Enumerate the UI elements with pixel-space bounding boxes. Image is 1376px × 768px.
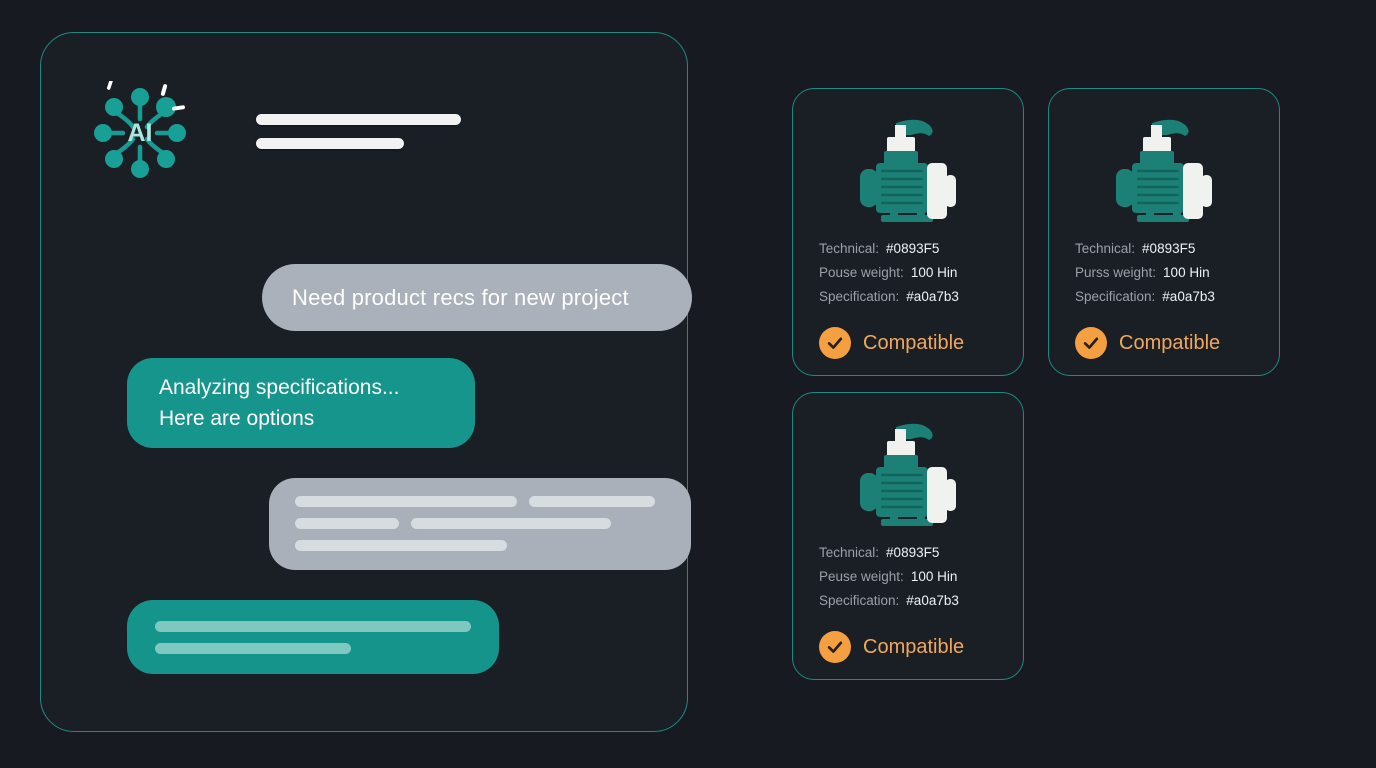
status-badge: Compatible	[819, 631, 964, 663]
user-message-text: Need product recs for new project	[292, 284, 629, 310]
spec-value: #a0a7b3	[906, 593, 959, 608]
spec-row: Specification: #a0a7b3	[1075, 289, 1215, 304]
check-circle-icon	[819, 327, 851, 359]
product-specs: Technical: #0893F5 Pouse weight: 100 Hin…	[819, 241, 959, 313]
product-card[interactable]: Technical: #0893F5 Pouse weight: 100 Hin…	[792, 88, 1024, 376]
pump-motor-icon	[860, 119, 956, 222]
assistant-message-bubble[interactable]: Analyzing specifications... Here are opt…	[127, 358, 475, 448]
sparkle-icon	[160, 84, 185, 111]
spec-label: Purss weight:	[1075, 265, 1157, 280]
skeleton-bar	[295, 496, 517, 507]
pump-motor-icon	[1116, 119, 1212, 222]
status-label: Compatible	[1119, 331, 1221, 354]
skeleton-bar	[411, 518, 611, 529]
spec-value: #a0a7b3	[1162, 289, 1215, 304]
sparkle-icon	[106, 79, 113, 90]
placeholder-line	[256, 114, 461, 125]
check-circle-icon	[819, 631, 851, 663]
skeleton-row	[155, 621, 499, 632]
spec-value: 100 Hin	[1163, 265, 1210, 280]
spec-label: Technical:	[1075, 241, 1136, 256]
spec-label: Specification:	[819, 289, 900, 304]
assistant-skeleton-bubble[interactable]	[127, 600, 499, 674]
spec-label: Technical:	[819, 545, 880, 560]
spec-value: 100 Hin	[910, 265, 958, 280]
product-specs: Technical: #0893F5 Purss weight: 100 Hin…	[1075, 241, 1215, 313]
product-specs: Technical: #0893F5 Peuse weight: 100 Hin…	[819, 545, 959, 617]
skeleton-bar	[155, 621, 471, 632]
chat-panel: AI Need product recs for new project	[40, 32, 692, 732]
product-card[interactable]: Technical: #0893F5 Peuse weight: 100 Hin…	[792, 392, 1024, 680]
skeleton-bar	[529, 496, 655, 507]
skeleton-bar	[295, 540, 507, 551]
spec-value: #0893F5	[1142, 241, 1196, 256]
spec-label: Technical:	[819, 241, 880, 256]
spec-row: Purss weight: 100 Hin	[1075, 265, 1215, 280]
spec-label: Specification:	[819, 593, 900, 608]
spec-row: Peuse weight: 100 Hin	[819, 569, 959, 584]
status-label: Compatible	[863, 635, 965, 658]
spec-row: Technical: #0893F5	[819, 241, 959, 256]
assistant-message-line-2: Here are options	[159, 407, 315, 430]
placeholder-line	[256, 138, 404, 149]
assistant-message-line-1: Analyzing specifications...	[159, 376, 400, 399]
assistant-header: AI	[89, 79, 489, 187]
user-skeleton-bubble[interactable]	[269, 478, 691, 570]
status-label: Compatible	[863, 331, 965, 354]
skeleton-row	[295, 496, 691, 507]
product-card[interactable]: Technical: #0893F5 Purss weight: 100 Hin…	[1048, 88, 1280, 376]
spec-value: #0893F5	[886, 545, 940, 560]
spec-value: #a0a7b3	[906, 289, 959, 304]
ai-icon-label: AI	[128, 119, 153, 147]
skeleton-row	[295, 518, 691, 529]
status-badge: Compatible	[819, 327, 964, 359]
spec-row: Specification: #a0a7b3	[819, 593, 959, 608]
check-circle-icon	[1075, 327, 1107, 359]
spec-label: Specification:	[1075, 289, 1156, 304]
status-badge: Compatible	[1075, 327, 1220, 359]
user-message-bubble[interactable]: Need product recs for new project	[262, 264, 692, 331]
pump-motor-icon	[860, 423, 956, 526]
spec-label: Peuse weight:	[819, 569, 904, 584]
ai-network-icon: AI	[89, 79, 191, 185]
skeleton-bar	[295, 518, 399, 529]
spec-row: Technical: #0893F5	[819, 545, 959, 560]
spec-label: Pouse weight:	[819, 265, 904, 280]
spec-row: Pouse weight: 100 Hin	[819, 265, 959, 280]
assistant-header-placeholder	[256, 114, 461, 149]
spec-value: #0893F5	[886, 241, 940, 256]
spec-row: Specification: #a0a7b3	[819, 289, 959, 304]
skeleton-row	[295, 540, 691, 551]
skeleton-row	[155, 643, 499, 654]
skeleton-bar	[155, 643, 351, 654]
spec-value: 100 Hin	[910, 569, 958, 584]
spec-row: Technical: #0893F5	[1075, 241, 1215, 256]
